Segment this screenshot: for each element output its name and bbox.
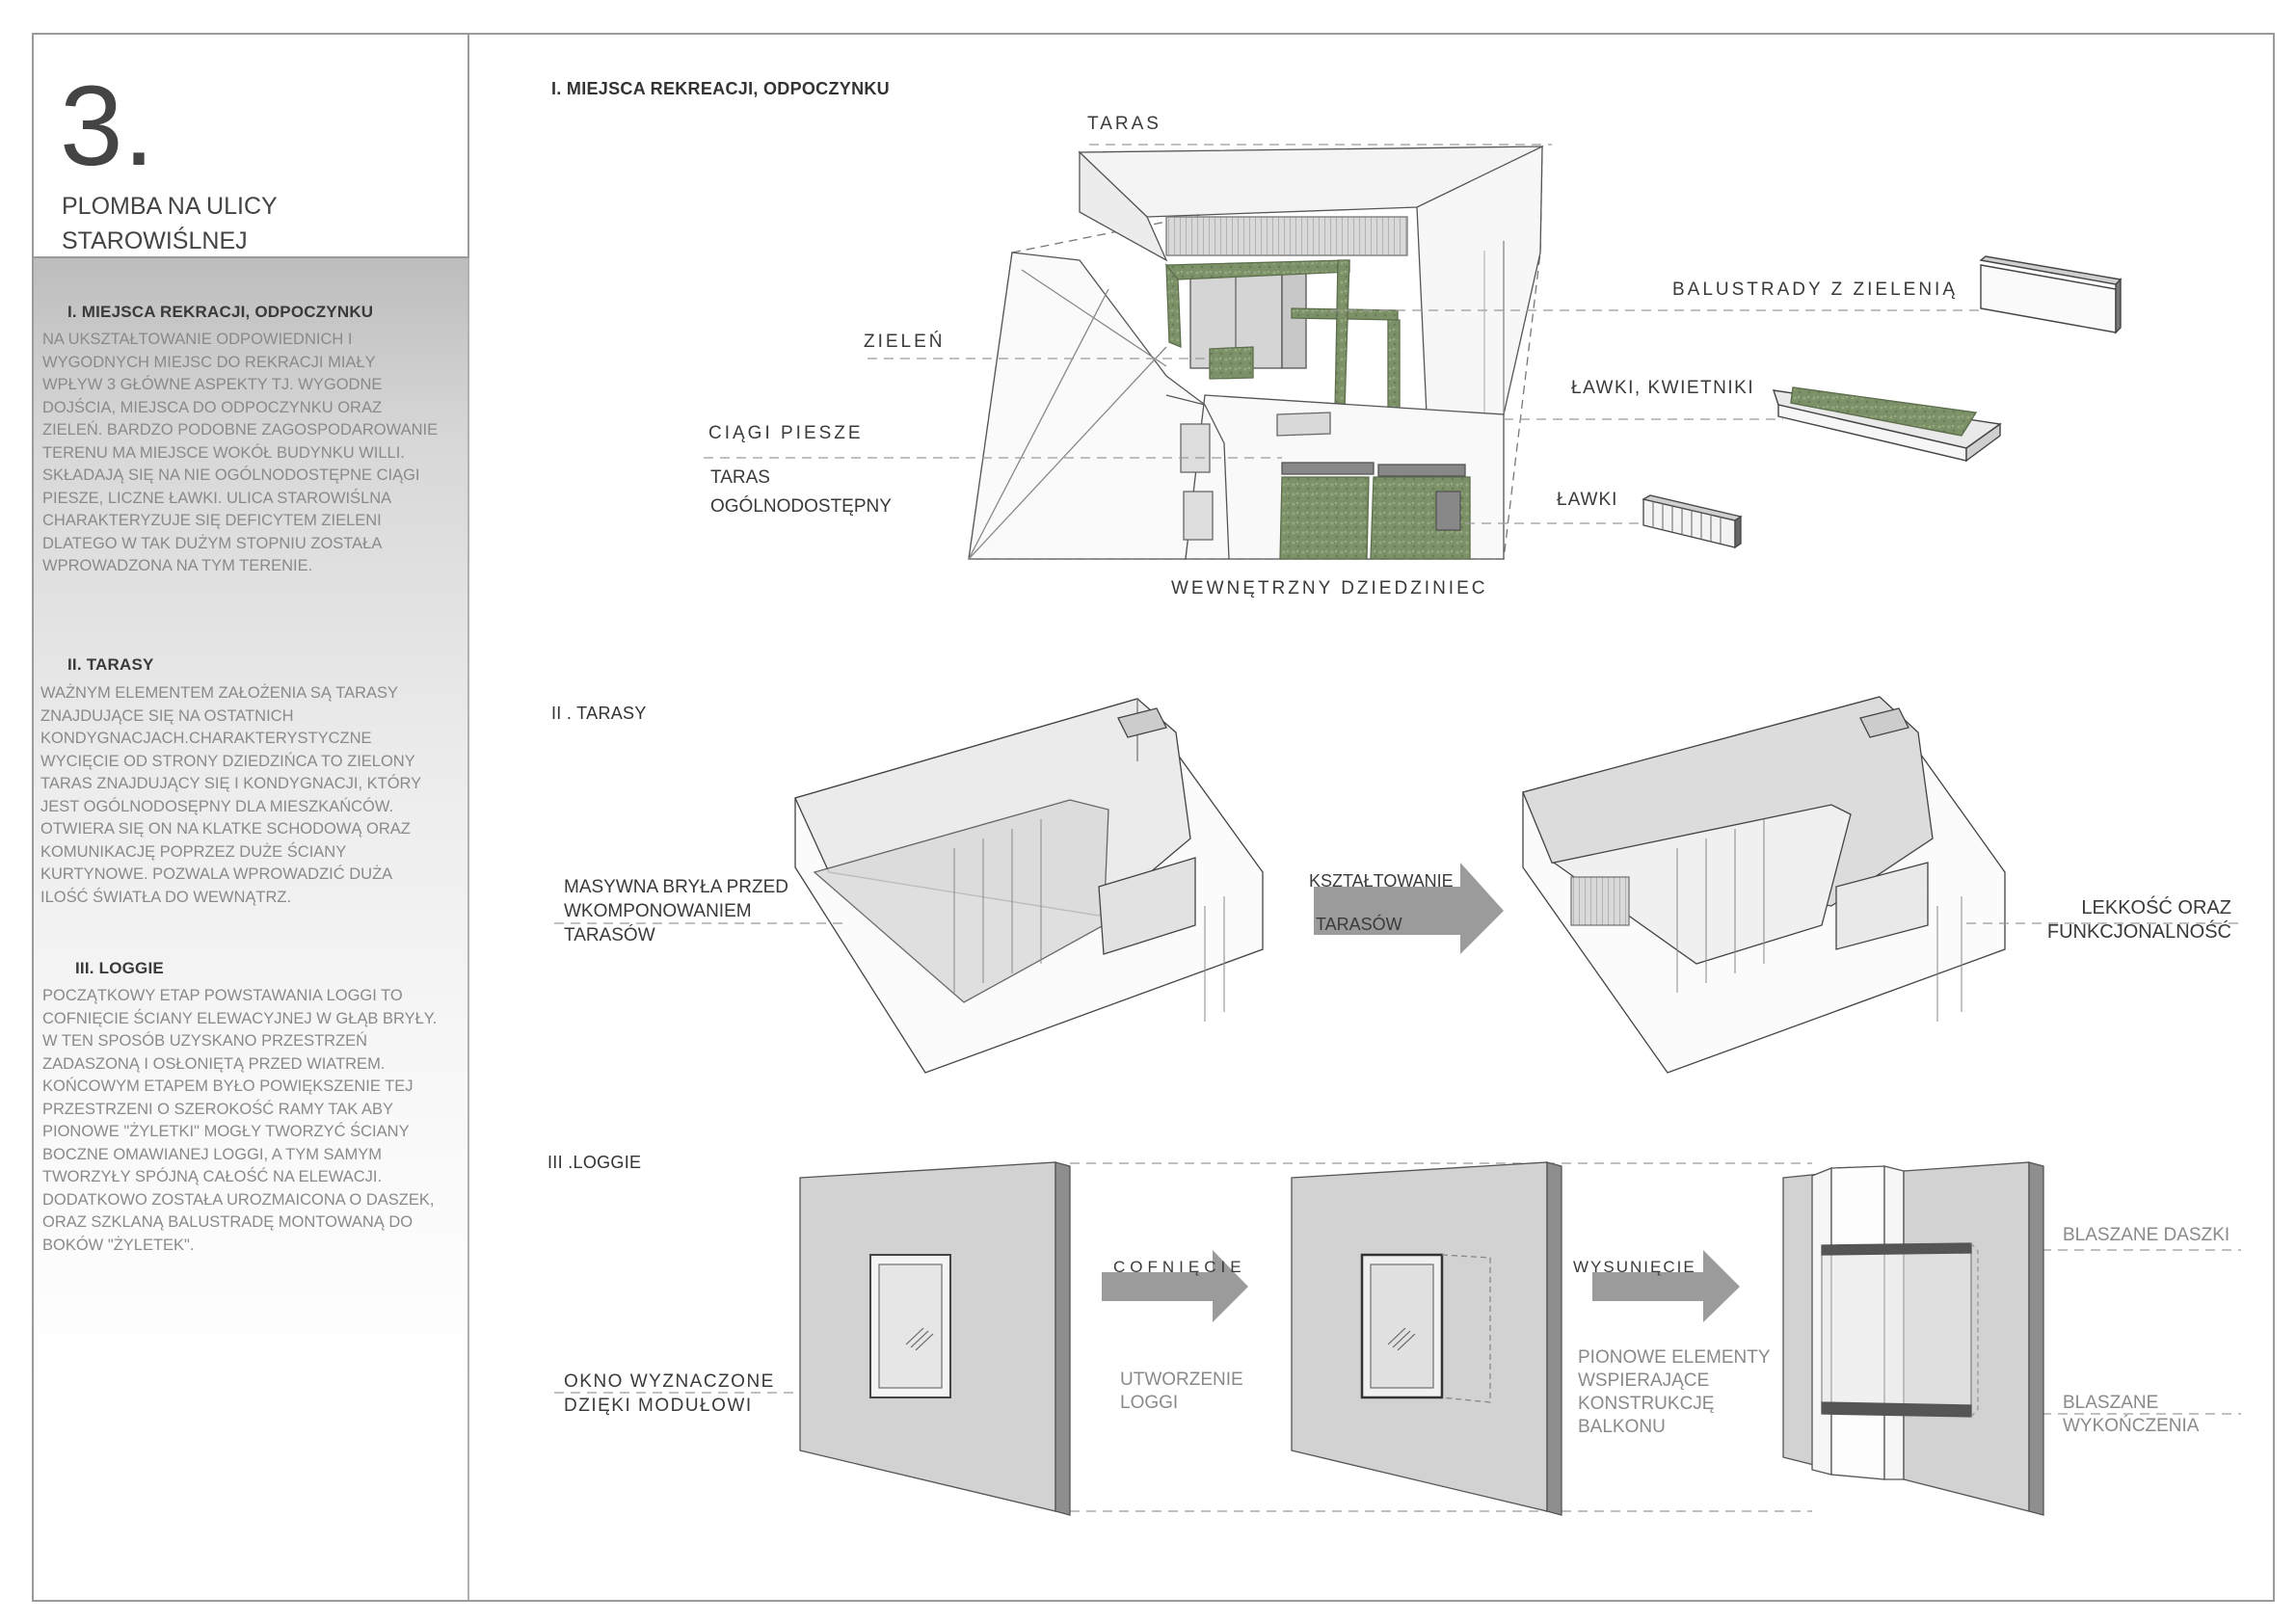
massive-block-drawing (794, 698, 1264, 1074)
section2-title: II . TARASY (551, 704, 647, 723)
wysuniecie-arrow (1592, 1250, 1740, 1322)
label-wysuniecie: WYSUNIĘCIE (1573, 1258, 1696, 1276)
section3-title: III .LOGGIE (547, 1153, 642, 1172)
label-lawki: ŁAWKI (1557, 490, 1618, 510)
label-lekkosc: LEKKOŚĆ ORAZ FUNKCJONALNOŚĆ (2046, 897, 2231, 943)
sidebar-text-1: NA UKSZTAŁTOWANIE ODPOWIEDNICH I WYGODNY… (42, 331, 439, 574)
sidebar-text-2: WAŻNYM ELEMENTEM ZAŁOŻENIA SĄ TARASY ZNA… (40, 684, 422, 906)
light-block-drawing (1522, 696, 2006, 1074)
label-ciagi-piesze: CIĄGI PIESZE (708, 423, 864, 443)
sheet-number: 3. (60, 63, 155, 190)
sidebar-panel (34, 258, 469, 1600)
sidebar-heading-3: III. LOGGIE (75, 959, 164, 977)
label-balustrady: BALUSTRADY Z ZIELENIĄ (1672, 279, 1958, 300)
loggia-stage-2 (1291, 1161, 1562, 1516)
label-arrow-ksztaltowanie: KSZTAŁTOWANIE (1309, 871, 1454, 891)
sidebar-header (34, 35, 469, 258)
sheet-frame (32, 33, 2275, 1602)
label-blaszane-wykonczenia: BLASZANE WYKOŃCZENIA (2063, 1393, 2200, 1436)
cofniecie-arrow (1102, 1250, 1248, 1322)
section1-title: I. MIEJSCA REKREACJI, ODPOCZYNKU (551, 79, 890, 98)
sidebar-heading-1: I. MIEJSCA REKRACJI, ODPOCZYNKU (67, 303, 374, 321)
label-taras-ogolnodostepny: TARAS OGÓLNODOSTĘPNY (710, 467, 892, 517)
label-masywna-bryla: MASYWNA BRYŁA PRZED WKOMPONOWANIEM TARAS… (564, 877, 788, 945)
label-okno: OKNO WYZNACZONE DZIĘKI MODUŁOWI (564, 1371, 775, 1416)
label-cofniecie: COFNIĘCIE (1113, 1258, 1246, 1276)
label-blaszane-daszki: BLASZANE DASZKI (2063, 1225, 2230, 1245)
sheet-title: PLOMBA NA ULICY STAROWIŚLNEJ (62, 189, 278, 258)
sidebar-heading-2: II. TARASY (67, 655, 154, 674)
label-utworzenie-loggi: UTWORZENIE LOGGI (1120, 1370, 1243, 1413)
loggia-stage-1 (799, 1161, 1071, 1516)
bench-component (1642, 494, 1743, 549)
bench-planter-component (1772, 386, 2002, 463)
kształtowanie-arrow (1314, 863, 1504, 954)
label-arrow-tarasow: TARASÓW (1316, 915, 1402, 934)
label-lawki-kwietniki: ŁAWKI, KWIETNIKI (1571, 378, 1755, 398)
sheet-title-text: PLOMBA NA ULICY STAROWIŚLNEJ (62, 193, 278, 254)
label-zielen: ZIELEŃ (864, 332, 946, 352)
loggia-stage-3 (1782, 1161, 2044, 1516)
label-dziedziniec: WEWNĘTRZNY DZIEDZINIEC (1171, 578, 1488, 599)
courtyard-axonometric (968, 145, 1544, 560)
sidebar-text-3: POCZĄTKOWY ETAP POWSTAWANIA LOGGI TO COF… (42, 987, 438, 1254)
label-taras: TARAS (1087, 114, 1161, 134)
balustrade-component (1979, 255, 2122, 334)
section1-leader-lines (704, 144, 1986, 524)
label-pionowe-elementy: PIONOWE ELEMENTY WSPIERAJĄCE KONSTRUKCJĘ… (1578, 1347, 1771, 1437)
